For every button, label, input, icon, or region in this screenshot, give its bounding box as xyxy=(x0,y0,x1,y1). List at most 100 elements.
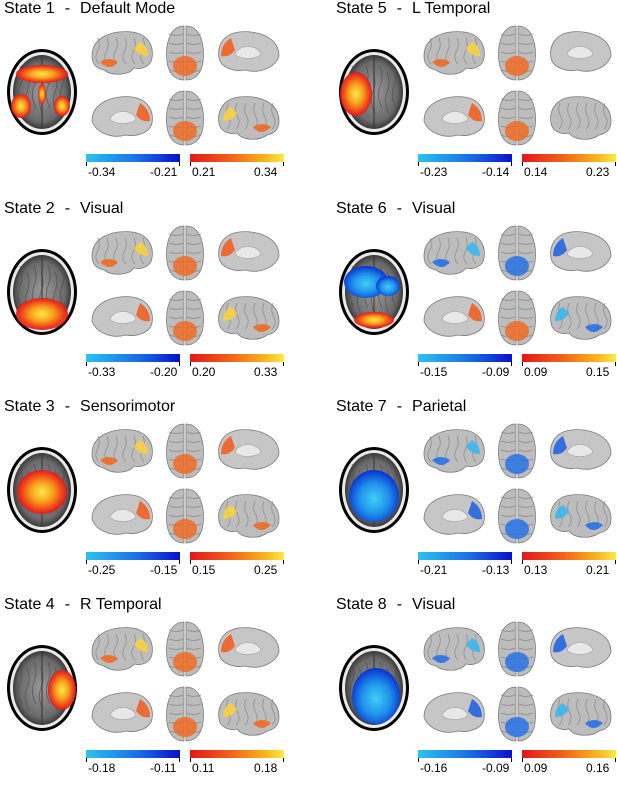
brain-map xyxy=(7,621,280,742)
colorbar-tick xyxy=(511,560,512,564)
colorbar-tick-label: -0.13 xyxy=(482,563,510,577)
negative-colorbar xyxy=(418,354,512,362)
brain-map xyxy=(7,25,280,146)
brain-map xyxy=(339,423,612,544)
negative-colorbar xyxy=(86,154,180,162)
network-name: L Temporal xyxy=(412,0,491,17)
colorbar-tick-label: -0.23 xyxy=(420,165,448,179)
colorbar-tick xyxy=(418,758,419,762)
cortical-surface-views xyxy=(423,621,612,742)
state-label: State 6 xyxy=(336,200,387,217)
activation-blob xyxy=(48,670,76,710)
colorbar-tick-label: -0.09 xyxy=(482,365,510,379)
title-separator: - xyxy=(396,398,403,415)
state-label: State 3 xyxy=(4,398,55,415)
colorbar-tick xyxy=(86,362,87,366)
colorbar-tick xyxy=(615,162,616,166)
colorbar-tick-label: 0.25 xyxy=(254,563,278,577)
colorbar-tick xyxy=(179,560,180,564)
negative-colorbar xyxy=(86,750,180,758)
positive-colorbar xyxy=(190,154,284,162)
colorbar-tick xyxy=(86,758,87,762)
colorbar-tick xyxy=(179,362,180,366)
negative-colorbar xyxy=(418,154,512,162)
panel-title: State 6-Visual xyxy=(336,200,455,218)
colorbar-tick-label: -0.14 xyxy=(482,165,510,179)
colorbar-tick-label: -0.15 xyxy=(420,365,448,379)
negative-colorbar xyxy=(418,750,512,758)
network-name: Parietal xyxy=(412,398,467,415)
state-label: State 2 xyxy=(4,200,55,217)
cortical-surface-views xyxy=(423,25,612,146)
colorbar-tick-label: -0.34 xyxy=(88,165,116,179)
colorbar-tick-label: 0.14 xyxy=(524,165,548,179)
activation-blob xyxy=(344,266,388,298)
colorbar-tick-label: 0.16 xyxy=(586,761,610,775)
network-name: R Temporal xyxy=(80,596,162,613)
negative-colorbar xyxy=(86,354,180,362)
colorbar-tick xyxy=(190,162,191,166)
colorbar-tick-label: 0.09 xyxy=(524,365,548,379)
positive-colorbar xyxy=(190,354,284,362)
colorbar-tick xyxy=(522,560,523,564)
colorbar-tick-label: 0.33 xyxy=(254,365,278,379)
colorbar-tick-label: -0.15 xyxy=(150,563,178,577)
colorbar-tick xyxy=(418,362,419,366)
activation-blob xyxy=(38,84,46,104)
colorbar-tick xyxy=(86,560,87,564)
colorbar-tick-label: 0.13 xyxy=(524,563,548,577)
colorbar-tick xyxy=(190,362,191,366)
negative-colorbar xyxy=(418,552,512,560)
colorbar-tick xyxy=(511,758,512,762)
state-label: State 4 xyxy=(4,596,55,613)
colorbar-tick-label: 0.15 xyxy=(192,563,216,577)
colorbar-tick xyxy=(511,162,512,166)
axial-slice xyxy=(339,49,409,135)
brain-map xyxy=(339,225,612,346)
colorbar-tick xyxy=(179,758,180,762)
title-separator: - xyxy=(64,200,71,217)
panel-title: State 1-Default Mode xyxy=(4,0,175,18)
network-name: Visual xyxy=(412,200,456,217)
activation-blob xyxy=(340,72,372,116)
colorbar-tick xyxy=(511,362,512,366)
colorbar-tick xyxy=(615,560,616,564)
colorbar-tick-label: -0.21 xyxy=(150,165,178,179)
state-label: State 7 xyxy=(336,398,387,415)
colorbar-tick xyxy=(522,758,523,762)
axial-slice xyxy=(339,249,409,335)
brain-map xyxy=(7,225,280,346)
colorbar-tick xyxy=(522,362,523,366)
colorbar-tick xyxy=(190,560,191,564)
colorbar-tick xyxy=(615,758,616,762)
panel-title: State 4-R Temporal xyxy=(4,596,162,614)
colorbar-tick-label: 0.21 xyxy=(586,563,610,577)
colorbar-tick xyxy=(283,758,284,762)
title-separator: - xyxy=(64,398,71,415)
activation-blob xyxy=(11,94,31,118)
panel-title: State 5-L Temporal xyxy=(336,0,490,18)
colorbar-tick xyxy=(418,560,419,564)
brain-map xyxy=(339,25,612,146)
positive-colorbar xyxy=(522,552,616,560)
cortical-surface-views xyxy=(91,225,280,346)
activation-blob xyxy=(54,96,70,116)
state-label: State 1 xyxy=(4,0,55,17)
positive-colorbar xyxy=(522,750,616,758)
colorbar-tick-label: 0.21 xyxy=(192,165,216,179)
title-separator: - xyxy=(64,0,71,17)
brain-map xyxy=(7,423,280,544)
network-name: Sensorimotor xyxy=(80,398,176,415)
panel-title: State 8-Visual xyxy=(336,596,455,614)
colorbar-tick-label: -0.18 xyxy=(88,761,116,775)
positive-colorbar xyxy=(190,750,284,758)
panel-title: State 3-Sensorimotor xyxy=(4,398,175,416)
colorbar-tick-label: -0.20 xyxy=(150,365,178,379)
positive-colorbar xyxy=(190,552,284,560)
activation-blob xyxy=(17,470,67,514)
